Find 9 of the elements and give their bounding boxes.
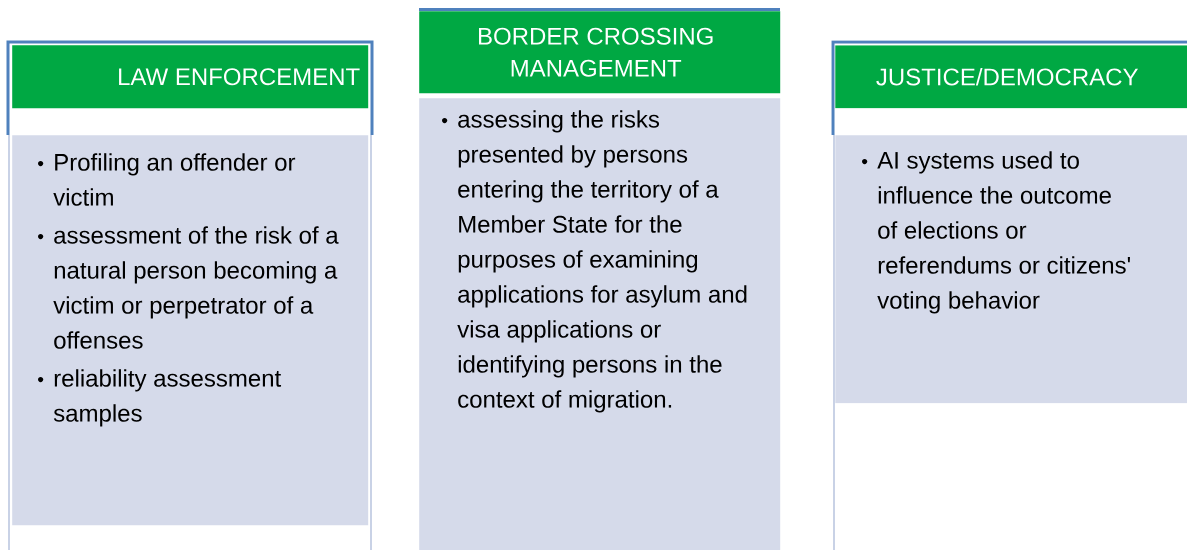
- bullet-item: assessing the risks presented by persons entering the territory of a Member State for the purposes of examining applications for asylum and visa applications or identifying persons in the context of migration.: [442, 110, 747, 413]
- header-bar: JUSTICE/DEMOCRACY: [835, 45, 1187, 109]
- content-panel: [12, 135, 369, 526]
- content-panel: [835, 135, 1187, 404]
- header-bar: BORDER CROSSING MANAGEMENT: [419, 11, 781, 94]
- bullet-item: reliability assessment samples: [38, 369, 282, 427]
- bullet-item: AI systems used to influence the outcome of elections or referendums or citizens' voting behavior: [862, 151, 1130, 314]
- content-panel: [419, 98, 781, 550]
- header-bar: LAW ENFORCEMENT: [12, 45, 369, 109]
